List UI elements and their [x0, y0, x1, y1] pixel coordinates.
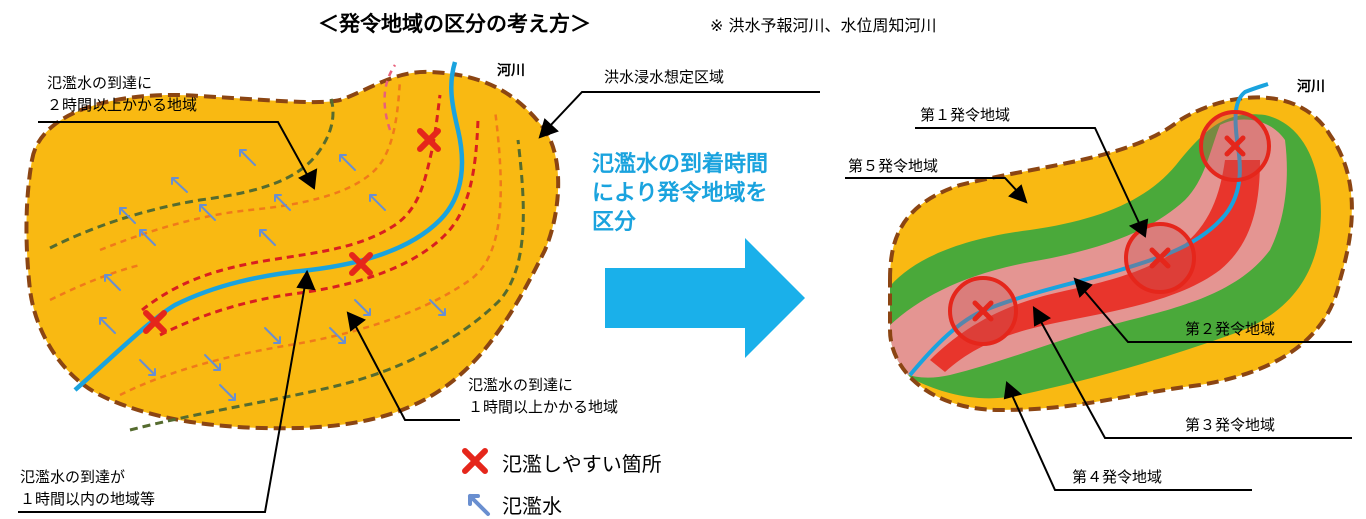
- right-boundary: [888, 95, 1354, 413]
- zone2-area: [930, 160, 1260, 372]
- left-mid-line-3: [119, 109, 502, 397]
- left-river-label: 河川: [497, 63, 525, 79]
- label-2h-line1: 氾濫水の到達に: [47, 74, 153, 92]
- zone3-label: 第３発令地域: [1185, 416, 1276, 434]
- legend-cross-icon: [462, 448, 488, 474]
- left-pointers: [18, 91, 820, 513]
- right-flood-prone-points: [972, 135, 1246, 322]
- label-1h-line1: 氾濫水の到達に: [468, 376, 574, 394]
- flow-arrows: [99, 149, 446, 401]
- label-2h-line2: ２時間以上かかる地域: [47, 96, 198, 114]
- left-inundation-area: [24, 69, 561, 431]
- right-map: [845, 82, 1354, 491]
- zone1-label: 第１発令地域: [920, 106, 1011, 124]
- left-map: [18, 61, 820, 513]
- legend-flood-water-label: 氾濫水: [502, 494, 562, 518]
- right-river-label: 河川: [1297, 79, 1325, 95]
- left-2h-line-lower: [129, 139, 525, 432]
- label-within-line2: １時間以内の地域等: [20, 490, 156, 508]
- zone5-label: 第５発令地域: [848, 157, 939, 175]
- center-caption-line1: 氾濫水の到着時間: [592, 152, 769, 177]
- left-mid-line-2: [49, 263, 141, 302]
- left-mid-line-4: [383, 64, 397, 131]
- left-1h-line-lower: [159, 119, 480, 337]
- label-within-line1: 氾濫水の到達が: [20, 468, 126, 486]
- page-title: ＜発令地域の区分の考え方＞: [318, 12, 591, 36]
- right-pointers: [845, 127, 1352, 491]
- inundation-area-label: 洪水浸水想定区域: [604, 68, 725, 86]
- label-1h-line2: １時間以上かかる地域: [468, 398, 619, 416]
- legend-flow-arrow-icon: [468, 494, 490, 516]
- left-2h-line-upper: [49, 94, 335, 250]
- center-caption-line3: 区分: [592, 210, 637, 235]
- center-caption: 氾濫水の到着時間 により発令地域を 区分: [592, 150, 768, 237]
- legend-flood-prone-label: 氾濫しやすい箇所: [502, 452, 662, 476]
- flood-prone-points: [143, 128, 441, 334]
- center-caption-line2: により発令地域を: [592, 181, 768, 206]
- zone2-label: 第２発令地域: [1185, 320, 1276, 338]
- zone4-label: 第４発令地域: [1072, 468, 1163, 486]
- note-text: ※ 洪水予報河川、水位周知河川: [710, 16, 937, 35]
- left-mid-line-1: [99, 79, 402, 252]
- center-arrow: [605, 238, 805, 358]
